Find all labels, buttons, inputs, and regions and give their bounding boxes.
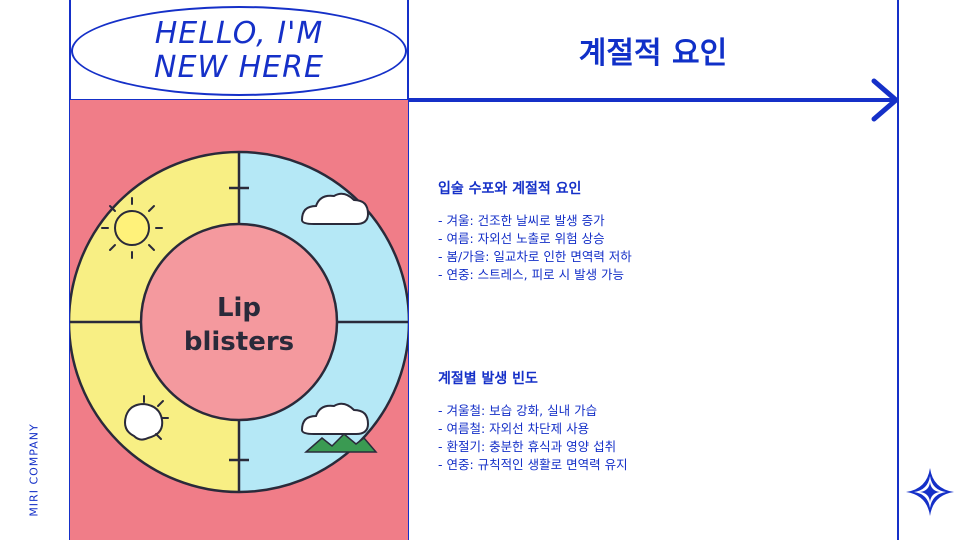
frame-line-right (897, 0, 899, 540)
list-item: - 겨울철: 보습 강화, 실내 가습 (438, 403, 598, 418)
illustration-title-line2: blisters (184, 327, 294, 357)
snowflake-icon (124, 395, 169, 441)
frame-line-middle (407, 0, 409, 540)
section-title: 계절별 발생 빈도 (438, 371, 538, 387)
list-item: - 여름: 자외선 노출로 위험 상승 (438, 231, 605, 246)
list-item: - 연중: 스트레스, 피로 시 발생 가능 (438, 267, 625, 282)
sparkle-icon (906, 468, 954, 516)
hello-line-1: HELLO, I'M (154, 16, 324, 51)
section-seasonal-factors: 입술 수포와 계절적 요인 - 겨울: 건조한 날씨로 발생 증가 - 여름: … (438, 178, 632, 284)
section-seasonal-frequency: 계절별 발생 빈도 - 겨울철: 보습 강화, 실내 가습 - 여름철: 자외선… (438, 368, 628, 474)
sun-icon (101, 197, 163, 259)
list-item: - 봄/가을: 일교차로 인한 면역력 저하 (438, 249, 632, 264)
list-item: - 환절기: 충분한 휴식과 영양 섭취 (438, 439, 617, 454)
hello-badge: HELLO, I'M NEW HERE (71, 6, 407, 96)
section-list: - 겨울철: 보습 강화, 실내 가습 - 여름철: 자외선 차단제 사용 - … (438, 402, 628, 474)
list-item: - 연중: 규칙적인 생활로 면역력 유지 (438, 457, 628, 472)
section-title: 입술 수포와 계절적 요인 (438, 181, 582, 197)
cloud-icon (300, 192, 370, 225)
list-item: - 겨울: 건조한 날씨로 발생 증가 (438, 213, 605, 228)
list-item: - 여름철: 자외선 차단제 사용 (438, 421, 590, 436)
cloud-mountain-icon (300, 402, 378, 453)
page-title: 계절적 요인 (578, 36, 728, 71)
section-list: - 겨울: 건조한 날씨로 발생 증가 - 여름: 자외선 노출로 위험 상승 … (438, 212, 632, 284)
hello-line-2: NEW HERE (154, 50, 324, 85)
brand-label: MIRI COMPANY (27, 423, 41, 517)
arrow-right-icon (408, 78, 899, 122)
illustration-title-line1: Lip (217, 293, 261, 323)
lip-blisters-illustration: Lip blisters (70, 150, 408, 494)
hello-text: HELLO, I'M NEW HERE (154, 17, 324, 85)
illustration-panel: Lip blisters (70, 100, 408, 540)
